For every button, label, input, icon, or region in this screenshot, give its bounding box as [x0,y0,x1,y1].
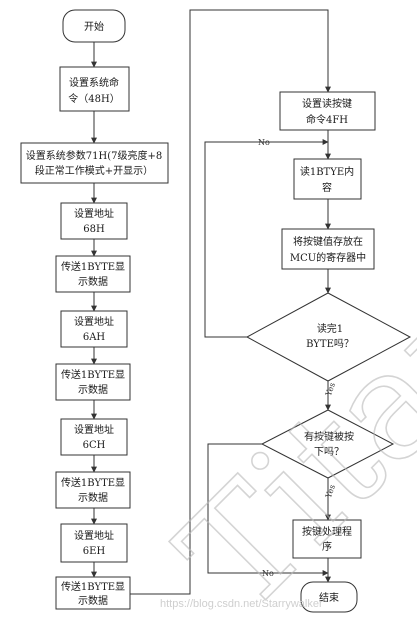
read-byte-node: 读1BTYE内 容 [293,158,362,200]
send-byte-4-label-2: 示数据 [78,594,108,607]
key-process-node: 按键处理程 序 [292,519,362,559]
set-params-label-1: 设置系统参数71H(7级亮度+8 [26,149,162,162]
read-byte-label-1: 读1BTYE内 [300,165,354,178]
key-process-label-1: 按键处理程 [302,525,352,538]
edge-no-label-2: No [262,569,274,578]
addr-68h-label-2: 68H [83,224,105,235]
send-byte-node-1: 传送1BYTE显 示数据 [55,255,131,293]
end-label: 结束 [319,591,339,604]
set-address-68h-node: 设置地址 68H [60,202,128,240]
send-byte-2-label-2: 示数据 [78,383,108,396]
send-byte-node-4: 传送1BYTE显 示数据 [55,576,131,610]
send-byte-1-label-1: 传送1BYTE显 [61,260,125,273]
store-key-node: 将按键值存放在 MCU的寄存器中 [281,228,375,270]
decision-2-label-1: 有按键被按 [304,430,354,443]
addr-6eh-label-2: 6EH [83,546,106,557]
set-params-node: 设置系统参数71H(7级亮度+8 段正常工作模式+开显示） [20,142,169,184]
set-address-6eh-node: 设置地址 6EH [60,523,128,563]
addr-6ch-label-1: 设置地址 [74,423,114,436]
addr-68h-label-1: 设置地址 [74,207,114,220]
edge-no-label-1: No [258,138,270,147]
read-key-command-node: 设置读按键 命令4FH [279,91,376,131]
edge-left-to-right [130,9,331,595]
key-process-label-2: 序 [322,540,332,553]
send-byte-4-label-1: 传送1BYTE显 [61,580,125,593]
edge-check1-no [204,139,329,338]
send-byte-node-2: 传送1BYTE显 示数据 [55,363,131,401]
send-byte-1-label-2: 示数据 [78,275,108,288]
decision-key-pressed: 有按键被按 下吗？ [260,409,395,479]
send-byte-node-3: 传送1BYTE显 示数据 [55,471,131,509]
store-key-label-2: MCU的寄存器中 [290,251,366,264]
decision-2-label-2: 下吗？ [314,446,344,458]
end-node: 结束 [300,581,358,613]
addr-6ah-label-1: 设置地址 [74,315,114,328]
send-byte-3-label-1: 传送1BYTE显 [61,476,125,489]
send-byte-3-label-2: 示数据 [78,491,108,504]
set-address-6ch-node: 设置地址 6CH [60,418,128,456]
decision-1-label-2: BYTE吗？ [306,338,354,350]
start-label: 开始 [84,20,104,33]
set-address-6ah-node: 设置地址 6AH [60,310,128,348]
decision-1-label-1: 读完1 [317,322,343,335]
edge-check2-no [207,443,329,576]
decision-read-complete: 读完1 BYTE吗？ [245,292,412,382]
set-command-node: 设置系统命 令（48H） [59,66,130,112]
addr-6eh-label-1: 设置地址 [74,529,114,542]
send-byte-2-label-1: 传送1BYTE显 [61,368,125,381]
store-key-label-1: 将按键值存放在 [293,235,363,248]
set-command-label-2: 令（48H） [68,92,119,105]
addr-6ch-label-2: 6CH [83,440,106,451]
start-node: 开始 [62,9,126,43]
watermark-url: https://blog.csdn.net/Starrywalker [160,598,323,610]
read-byte-label-2: 容 [322,181,332,194]
addr-6ah-label-2: 6AH [83,332,106,343]
read-key-label-1: 设置读按键 [302,97,352,110]
set-command-label-1: 设置系统命 [69,76,119,89]
set-params-label-2: 段正常工作模式+开显示） [35,164,153,177]
read-key-label-2: 命令4FH [306,113,348,126]
